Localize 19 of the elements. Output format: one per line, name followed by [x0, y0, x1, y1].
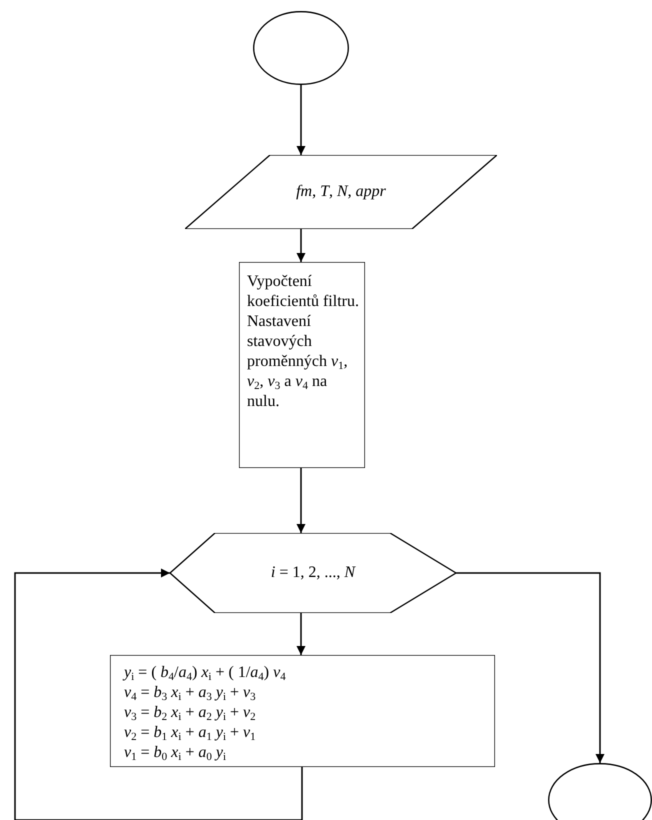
node-text: fm, T, N, appr — [295, 182, 387, 202]
arrow — [296, 613, 306, 655]
arrow — [296, 229, 306, 262]
node-text: Vypočtení koeficientů filtru. Nastavení stavových proměnných v$_{1}$, v$_{2}$, v$_{3}$ av$_{4}$ na nulu. — [247, 272, 360, 412]
terminal-ellipse — [253, 11, 349, 85]
formula-text: v$_{2}$ = b$_{1}$ x$_{i}$ + a$_{1}$ y$_{i}$ + v$_{1}$ — [124, 723, 257, 743]
formula-text: v$_{4}$ = b$_{3}$ x$_{i}$ + a$_{3}$ y$_{i}$ + v$_{3}$ — [124, 683, 257, 703]
process-box — [239, 262, 365, 468]
arrow — [456, 572, 604, 763]
arrow — [296, 468, 306, 533]
arrow — [296, 85, 306, 155]
formula-text: v$_{1}$ = b$_{0}$ x$_{i}$ + a$_{0}$ y$_{i}$ — [124, 743, 228, 763]
formula-text: y$_{i}$ = ( b$_{4}$/a$_{4}$) x$_{i}$ + ( 1/a$_{4}$) v$_{4}$ — [124, 663, 287, 683]
node-text: i = 1, 2, ..., N — [270, 563, 357, 583]
input-parallelogram — [185, 155, 497, 229]
process-box — [110, 655, 495, 767]
arrow — [14, 568, 303, 820]
formula-text: v$_{3}$ = b$_{2}$ x$_{i}$ + a$_{2}$ y$_{i}$ + v$_{2}$ — [124, 703, 257, 723]
loop-hexagon — [170, 533, 456, 613]
